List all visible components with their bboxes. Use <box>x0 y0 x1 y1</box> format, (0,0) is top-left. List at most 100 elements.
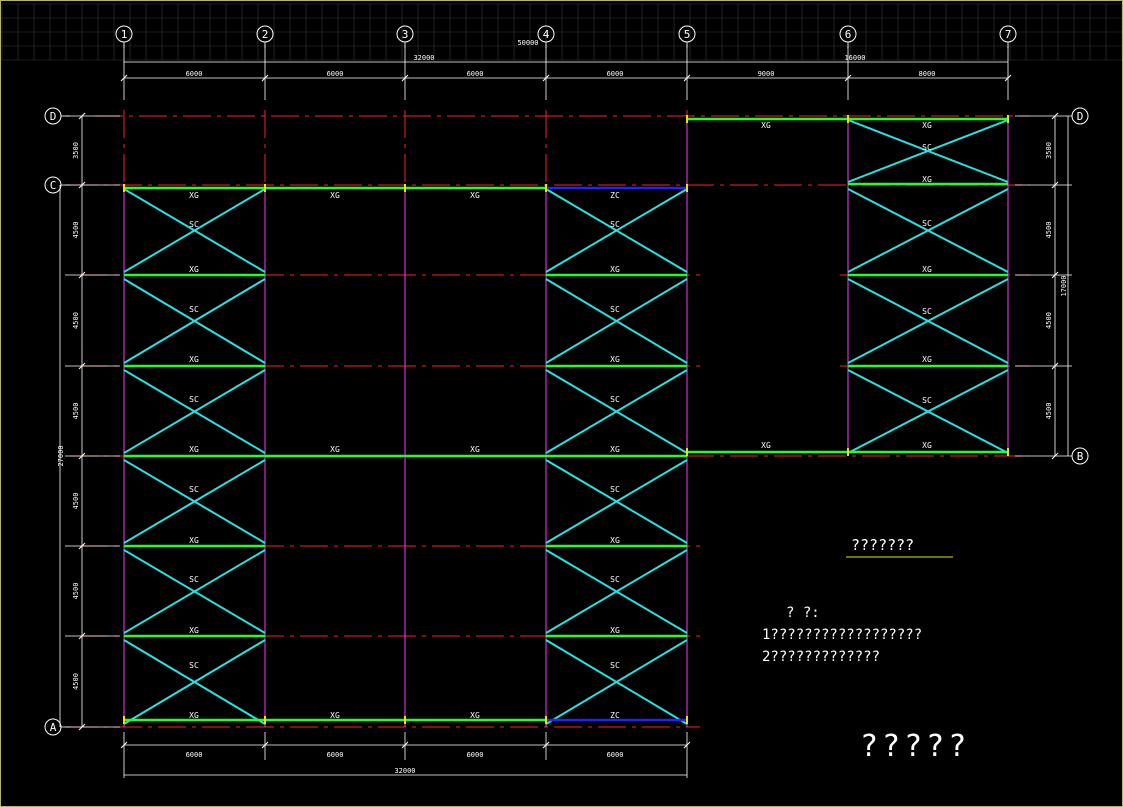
dimension-text: 3500 <box>72 142 80 159</box>
cross-brace <box>123 549 266 634</box>
member-label: XG <box>189 536 199 545</box>
cross-brace <box>123 369 266 454</box>
grid-bubble-D <box>44 107 62 125</box>
dimension-tick <box>78 452 86 460</box>
dimension-tick <box>78 271 86 279</box>
dimension-text: 6000 <box>467 751 484 759</box>
cross-brace <box>847 369 1009 454</box>
grid-bubble-C-label: C <box>50 179 57 192</box>
member-label: XG <box>610 445 620 454</box>
grid-bubble-4 <box>537 25 555 43</box>
notes-title: ??????? <box>851 536 914 554</box>
member-label: XG <box>189 626 199 635</box>
grid-bubble-4-label: 4 <box>543 28 550 41</box>
cross-brace <box>123 278 266 364</box>
dimension-text: 6000 <box>186 751 203 759</box>
member-label: XG <box>922 265 932 274</box>
dimension-text: 4500 <box>72 583 80 600</box>
grid-bubble-2 <box>256 25 274 43</box>
cross-brace <box>545 188 688 273</box>
member-label: SC <box>189 220 199 229</box>
dimension-text: 27000 <box>57 445 65 466</box>
grid-bubble-6 <box>839 25 857 43</box>
dimension-text: 4500 <box>72 222 80 239</box>
member-label: SC <box>922 396 932 405</box>
dimension-tick <box>844 74 852 82</box>
member-label: XG <box>330 191 340 200</box>
grid-bubble-C <box>44 176 62 194</box>
cross-brace <box>123 639 266 725</box>
cross-brace <box>123 188 266 273</box>
member-label: ZC <box>610 191 620 200</box>
cross-brace <box>545 459 688 544</box>
drawing-title: ????? <box>860 729 970 764</box>
dimension-text: 32000 <box>413 54 434 62</box>
dimension-tick <box>1051 362 1059 370</box>
dimension-text: 8000 <box>919 70 936 78</box>
grid-bubble-right-D-label: D <box>1077 110 1084 123</box>
member-label: SC <box>610 305 620 314</box>
dimension-tick <box>120 741 128 749</box>
grid-bubble-3-label: 3 <box>402 28 409 41</box>
member-label: XG <box>189 355 199 364</box>
grid-bubble-5-label: 5 <box>684 28 691 41</box>
notes-line-2: 2????????????? <box>762 649 880 665</box>
member-label: XG <box>189 191 199 200</box>
dimension-text: 50000 <box>517 39 538 47</box>
member-label: XG <box>610 265 620 274</box>
dimension-tick <box>78 723 86 731</box>
member-label: SC <box>189 485 199 494</box>
dimension-tick <box>78 112 86 120</box>
dimension-tick <box>401 741 409 749</box>
dimension-text: 16000 <box>844 54 865 62</box>
grid-bubble-5 <box>678 25 696 43</box>
member-label: SC <box>610 661 620 670</box>
member-label: SC <box>189 395 199 404</box>
member-label: XG <box>610 626 620 635</box>
grid-bubble-A-label: A <box>50 721 57 734</box>
member-label: SC <box>610 575 620 584</box>
dimension-text: 3500 <box>1045 142 1053 159</box>
member-label: XG <box>610 536 620 545</box>
dimension-tick <box>683 741 691 749</box>
member-label: XG <box>330 445 340 454</box>
grid-bubble-3 <box>396 25 414 43</box>
cross-brace <box>123 459 266 544</box>
cross-brace <box>847 119 1009 183</box>
member-label: SC <box>922 219 932 228</box>
member-label: XG <box>330 711 340 720</box>
cross-brace <box>545 549 688 634</box>
member-label: XG <box>761 121 771 130</box>
grid-bubble-7-label: 7 <box>1005 28 1012 41</box>
member-label: XG <box>470 445 480 454</box>
member-label: ZC <box>610 711 620 720</box>
dimension-tick <box>78 632 86 640</box>
dimension-tick <box>261 74 269 82</box>
grid-bubble-1 <box>115 25 133 43</box>
dimension-tick <box>1051 181 1059 189</box>
dimension-text: 17000 <box>1060 275 1068 296</box>
tie-members <box>123 115 1009 724</box>
member-label: SC <box>610 395 620 404</box>
member-label: XG <box>610 355 620 364</box>
cross-brace <box>545 369 688 454</box>
dimension-tick <box>78 181 86 189</box>
dimension-text: 6000 <box>467 70 484 78</box>
member-label: XG <box>189 445 199 454</box>
member-label: SC <box>922 143 932 152</box>
grid-bubble-right-D <box>1071 107 1089 125</box>
member-label: XG <box>922 355 932 364</box>
member-label: XG <box>470 711 480 720</box>
bracing-members <box>123 119 1009 725</box>
dimension-text: 4500 <box>1045 403 1053 420</box>
dimension-text: 6000 <box>327 751 344 759</box>
grid-bubble-6-label: 6 <box>845 28 852 41</box>
cross-brace <box>545 278 688 364</box>
dimension-text: 6000 <box>186 70 203 78</box>
member-label: SC <box>189 305 199 314</box>
notes-heading: ? ?: <box>786 605 820 621</box>
